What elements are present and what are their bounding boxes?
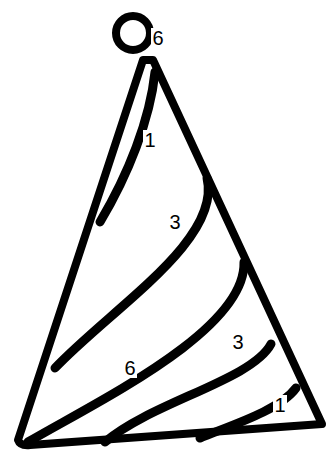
hat-stripe xyxy=(200,388,296,438)
callout-number: 3 xyxy=(231,332,244,352)
callout-number: 6 xyxy=(123,358,136,378)
hat-stripe xyxy=(105,344,271,442)
callout-number: 6 xyxy=(151,28,164,48)
pompom-circle xyxy=(116,16,150,50)
callout-number: 1 xyxy=(273,395,286,415)
callout-number: 3 xyxy=(168,212,181,232)
hat-stripe xyxy=(28,262,244,442)
hat-stripe xyxy=(55,178,208,368)
callout-number: 1 xyxy=(143,130,156,150)
hat-outline xyxy=(18,60,322,445)
